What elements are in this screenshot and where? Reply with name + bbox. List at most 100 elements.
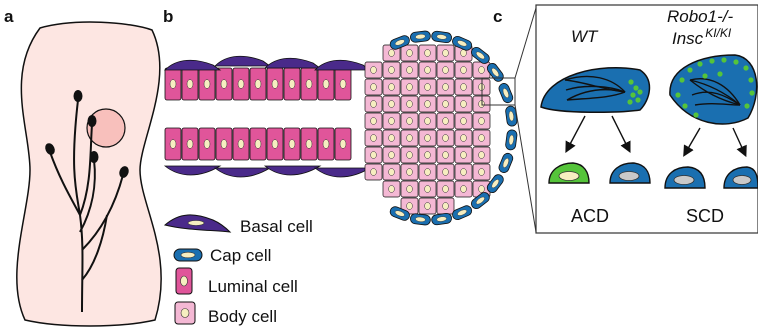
body-nucleus [461,67,467,74]
luminal-nucleus [255,140,261,149]
luminal-nucleus [187,140,193,149]
body-nucleus [443,135,449,142]
body-nucleus [425,50,431,57]
luminal-nucleus [272,80,278,89]
legend-item-basal: Basal cell [165,215,313,236]
panel-a-label: a [4,7,14,26]
body-nucleus [461,152,467,159]
body-nucleus [443,186,449,193]
body-nucleus [425,84,431,91]
body-nucleus [389,186,395,193]
legend-label-body: Body cell [208,307,277,326]
luminal-nucleus [255,80,261,89]
basal-cell [315,60,370,70]
body-nucleus [425,101,431,108]
luminal-nucleus [323,80,329,89]
body-nucleus [425,118,431,125]
legend-label-basal: Basal cell [240,217,313,236]
body-nucleus [407,203,413,210]
body-nucleus [371,152,377,159]
body-nucleus [461,118,467,125]
body-nucleus [389,152,395,159]
legend-item-luminal: Luminal cell [176,268,298,296]
body-nucleus [407,169,413,176]
luminal-nucleus [289,80,295,89]
panel-c-label: c [493,7,502,26]
body-nucleus [443,84,449,91]
body-nucleus [443,203,449,210]
luminal-nucleus [340,80,346,89]
body-nucleus [425,152,431,159]
body-nucleus [389,67,395,74]
body-nucleus [425,203,431,210]
mutant-title-line1: Robo1-/- [667,7,733,26]
body-nucleus [371,101,377,108]
body-nucleus [425,135,431,142]
luminal-nucleus [306,80,312,89]
luminal-nucleus [238,140,244,149]
acd-label: ACD [571,206,609,226]
body-nucleus [479,169,485,176]
body-nucleus [425,169,431,176]
body-nucleus [479,152,485,159]
legend-item-cap: Cap cell [174,246,271,265]
luminal-nucleus [187,80,193,89]
body-nucleus [407,84,413,91]
body-nucleus [461,135,467,142]
luminal-nucleus [340,140,346,149]
luminal-nucleus [289,140,295,149]
terminal-end-bud-diagram [165,30,518,225]
body-nucleus [371,135,377,142]
basal-cell [215,168,270,177]
luminal-nucleus [272,140,278,149]
body-nucleus [443,169,449,176]
body-nucleus [443,50,449,57]
luminal-nucleus [170,140,176,149]
body-nucleus [407,101,413,108]
body-nucleus [461,169,467,176]
body-nucleus [407,186,413,193]
body-nucleus [389,101,395,108]
body-nucleus [389,169,395,176]
basal-cell [315,168,370,177]
body-nucleus [407,152,413,159]
luminal-nucleus [323,140,329,149]
body-nucleus [461,186,467,193]
body-nucleus [371,84,377,91]
body-nucleus [371,169,377,176]
body-nucleus [443,152,449,159]
body-nucleus [443,67,449,74]
luminal-nucleus [238,80,244,89]
body-nucleus [425,67,431,74]
body-nucleus [479,135,485,142]
body-nucleus [407,135,413,142]
legend-item-body: Body cell [175,302,277,326]
body-nucleus [407,67,413,74]
basal-cell [265,166,320,175]
body-nucleus [407,50,413,57]
body-nucleus [389,135,395,142]
luminal-nucleus [204,80,210,89]
luminal-nucleus [170,80,176,89]
body-nucleus [479,118,485,125]
body-nucleus [425,186,431,193]
luminal-nucleus [221,80,227,89]
basal-cell [165,60,220,70]
legend: Basal cell Cap cell Luminal cell Body ce… [165,215,313,326]
wt-title: WT [571,27,599,46]
luminal-nucleus [204,140,210,149]
body-nucleus [443,101,449,108]
body-nucleus [461,84,467,91]
body-nucleus [407,118,413,125]
body-nucleus [389,118,395,125]
legend-label-cap: Cap cell [210,246,271,265]
legend-label-luminal: Luminal cell [208,277,298,296]
body-nucleus [461,101,467,108]
body-nucleus [371,118,377,125]
basal-cell [265,58,320,68]
body-nucleus [389,84,395,91]
body-nucleus [479,186,485,193]
luminal-nucleus [306,140,312,149]
body-nucleus [371,67,377,74]
